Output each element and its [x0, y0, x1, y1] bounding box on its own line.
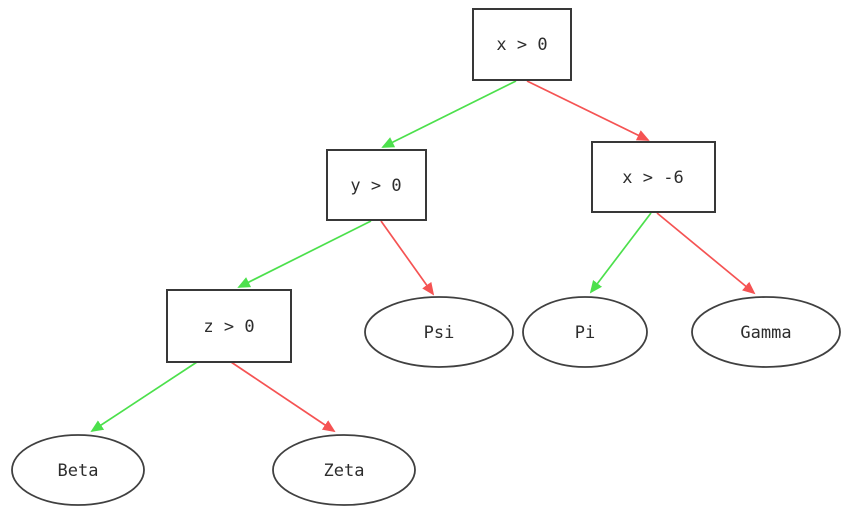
node-label: z > 0	[203, 317, 254, 337]
leaf-node-beta-ellipse	[11, 434, 145, 506]
edge-true-root-to-y-gt-0	[381, 80, 517, 148]
decision-node-z-gt-0-box	[166, 289, 292, 363]
node-label: Beta	[58, 461, 99, 481]
decision-node-root-box	[472, 8, 572, 81]
edge-true-x-gt-neg6-to-pi	[589, 212, 652, 294]
decision-node-z-gt-0: z > 0	[166, 289, 292, 363]
decision-node-x-gt-neg6-box	[591, 141, 716, 213]
node-label: Pi	[575, 323, 595, 343]
node-label: x > -6	[622, 168, 683, 188]
decision-node-root: x > 0	[472, 8, 572, 81]
leaf-node-psi-ellipse	[364, 296, 514, 368]
edge-true-y-gt-0-to-z-gt-0	[237, 220, 372, 288]
leaf-node-pi-ellipse	[522, 296, 648, 368]
node-label: y > 0	[350, 176, 401, 196]
node-label: Gamma	[740, 323, 791, 343]
edge-true-z-gt-0-to-beta	[90, 361, 198, 433]
node-label: Psi	[424, 323, 455, 343]
decision-node-y-gt-0-box	[326, 149, 427, 221]
leaf-node-zeta-ellipse	[272, 434, 416, 506]
decision-node-y-gt-0: y > 0	[326, 149, 427, 221]
edge-false-y-gt-0-to-psi	[380, 220, 435, 296]
node-label: Zeta	[324, 461, 365, 481]
edge-false-root-to-x-gt-neg6	[526, 80, 650, 141]
decision-node-x-gt-neg6: x > -6	[591, 141, 716, 213]
leaf-node-gamma-ellipse	[691, 296, 841, 368]
edge-false-z-gt-0-to-zeta	[230, 361, 336, 433]
leaf-node-pi: Pi	[522, 296, 648, 368]
leaf-node-psi: Psi	[364, 296, 514, 368]
leaf-node-beta: Beta	[11, 434, 145, 506]
leaf-node-zeta: Zeta	[272, 434, 416, 506]
node-label: x > 0	[496, 35, 547, 55]
edge-false-x-gt-neg6-to-gamma	[656, 212, 756, 295]
leaf-node-gamma: Gamma	[691, 296, 841, 368]
